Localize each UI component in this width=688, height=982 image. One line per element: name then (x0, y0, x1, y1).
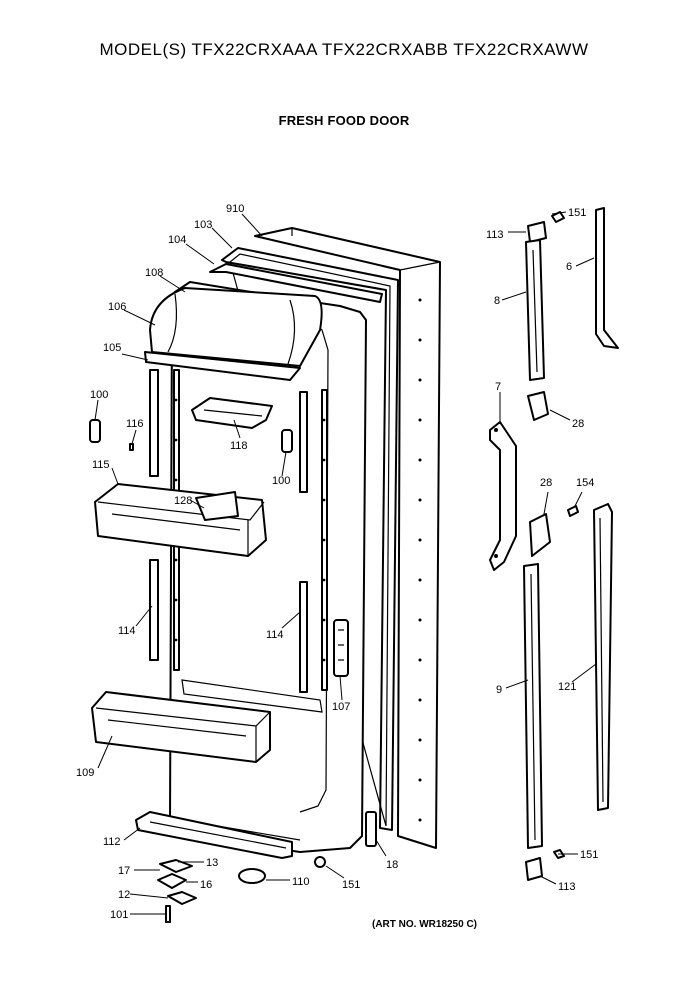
callout-113-bottom: 113 (558, 881, 576, 893)
leader-lines (94, 211, 597, 915)
butter-dish (191, 397, 273, 429)
callout-17: 17 (118, 865, 130, 877)
callout-151-bottom-right: 151 (580, 849, 598, 861)
callout-116: 116 (126, 418, 144, 430)
callout-6: 6 (566, 261, 572, 273)
door-stop-hardware (157, 811, 377, 923)
callout-103: 103 (194, 219, 212, 231)
callout-151-bottom-left: 151 (342, 879, 360, 891)
callout-910: 910 (226, 203, 244, 215)
lower-trim-channel (523, 563, 543, 849)
callout-110: 110 (292, 876, 310, 888)
cam-assembly (333, 619, 349, 677)
handle-trim-upper (595, 207, 619, 349)
callout-118: 118 (230, 440, 248, 452)
callout-101: 101 (110, 909, 128, 921)
callout-100-left: 100 (90, 389, 108, 401)
lower-hinge-block (525, 857, 543, 881)
callout-112: 112 (103, 836, 121, 848)
callout-113-top: 113 (486, 229, 504, 241)
callout-154: 154 (576, 477, 594, 489)
callout-7: 7 (495, 381, 501, 393)
callout-115: 115 (92, 459, 110, 471)
callout-151-top: 151 (568, 207, 586, 219)
callout-8: 8 (494, 295, 500, 307)
handle-mount-lower (529, 513, 551, 557)
callout-28-lower: 28 (540, 477, 552, 489)
screws (551, 211, 579, 859)
callout-106: 106 (108, 301, 126, 313)
door-shelf-lower (91, 691, 271, 763)
handle-mount-upper (527, 391, 549, 421)
callout-12: 12 (118, 889, 130, 901)
door-shelf-upper (94, 483, 267, 557)
callout-13: 13 (206, 857, 218, 869)
callout-114-left: 114 (118, 625, 136, 637)
callout-9: 9 (496, 684, 502, 696)
callout-121: 121 (558, 681, 576, 693)
page-title: MODEL(S) TFX22CRXAAA TFX22CRXABB TFX22CR… (99, 40, 589, 59)
art-number: (ART NO. WR18250 C) (372, 919, 478, 930)
callout-16: 16 (200, 879, 212, 891)
upper-hinge-block (527, 221, 547, 243)
callout-105: 105 (103, 342, 121, 354)
callout-labels: 910 103 104 108 106 105 100 116 118 100 … (76, 203, 598, 921)
callout-107: 107 (332, 701, 350, 713)
upper-trim-channel (525, 239, 545, 381)
callout-104: 104 (168, 234, 186, 246)
callout-28-upper: 28 (572, 418, 584, 430)
callout-114-right: 114 (266, 629, 284, 641)
callout-100-right: 100 (272, 475, 290, 487)
callout-108: 108 (145, 267, 163, 279)
door-handle (489, 421, 517, 571)
diagram-subtitle: FRESH FOOD DOOR (278, 113, 410, 128)
handle-trim-lower (593, 503, 613, 811)
callout-128: 128 (174, 495, 192, 507)
dairy-compartment (144, 287, 323, 381)
outer-door-panel (254, 227, 441, 849)
callout-109: 109 (76, 767, 94, 779)
callout-18: 18 (386, 859, 398, 871)
breaker-strip-top (209, 263, 383, 303)
